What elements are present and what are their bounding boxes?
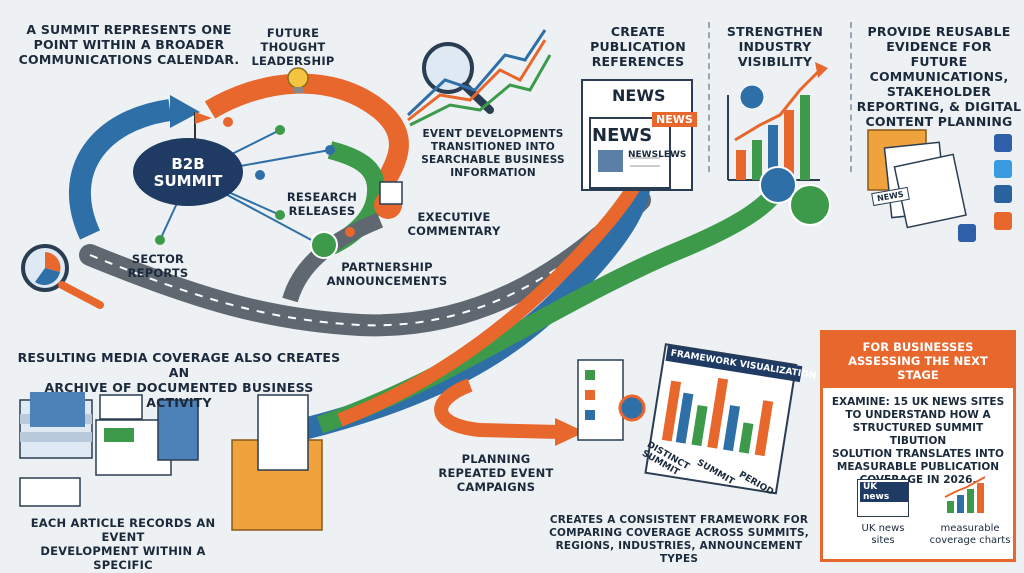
- next-stage-panel: FOR BUSINESSES ASSESSING THE NEXT STAGE …: [820, 330, 1016, 562]
- label-future-thought: FUTURE THOUGHT LEADERSHIP: [251, 26, 335, 68]
- label-create-publication: CREATE PUBLICATION REFERENCES: [590, 24, 686, 69]
- handshake-icon: [310, 231, 338, 259]
- label-strengthen: STRENGTHEN INDUSTRY VISIBILITY: [726, 24, 824, 69]
- caption-uk-news: UK news sites: [861, 523, 905, 546]
- lightbulb-icon: [287, 67, 309, 93]
- orange-sweep: [434, 378, 561, 439]
- label-archive: RESULTING MEDIA COVERAGE ALSO CREATES AN…: [17, 350, 341, 410]
- divider-2: [850, 22, 852, 172]
- coverage-chart-icon: [944, 476, 986, 513]
- linkedin-icon: [994, 185, 1012, 203]
- youtube-icon: [994, 212, 1012, 230]
- news-headline-1: NEWS: [612, 86, 666, 105]
- caption-coverage: measurable coverage charts: [929, 523, 1011, 546]
- label-executive: EXECUTIVE COMMENTARY: [407, 210, 501, 238]
- label-event-developments: EVENT DEVELOPMENTS TRANSITIONED INTO SEA…: [421, 128, 565, 179]
- social-icons: [958, 134, 1012, 242]
- uk-news-badge: UK news: [860, 482, 908, 502]
- news-headline-2: NEWS: [592, 125, 653, 146]
- folder-icon: [867, 129, 967, 229]
- blue-loop: [69, 99, 172, 240]
- label-research: RESEARCH RELEASES: [286, 190, 358, 218]
- label-each-article: EACH ARTICLE RECORDS AN EVENT DEVELOPMEN…: [30, 516, 216, 573]
- twitter-icon: [994, 160, 1012, 178]
- document-stack-icon: [19, 392, 323, 531]
- facebook-icon-2: [958, 224, 976, 242]
- trend-lines: [406, 29, 552, 127]
- label-sector: SECTOR REPORTS: [127, 252, 189, 280]
- orange-loop: [204, 73, 409, 196]
- label-partnership: PARTNERSHIP ANNOUNCEMENTS: [326, 260, 448, 288]
- facebook-icon: [994, 134, 1012, 152]
- label-reusable: PROVIDE REUSABLE EVIDENCE FOR FUTURE COM…: [856, 24, 1022, 129]
- newspaper-stack-icon: [581, 79, 693, 191]
- globe-icon: [739, 84, 831, 226]
- document-stack-icon-2: [577, 359, 646, 441]
- b2b-hub-circle: [133, 138, 243, 206]
- label-summit-point: A SUMMIT REPRESENTS ONE POINT WITHIN A B…: [18, 22, 240, 67]
- panel-body: EXAMINE: 15 UK NEWS SITES TO UNDERSTAND …: [831, 396, 1005, 486]
- hub-title: B2B SUMMIT: [153, 155, 223, 190]
- news-badge: NEWS: [652, 112, 697, 127]
- uk-news-icon: UK news: [857, 479, 909, 517]
- divider-1: [708, 22, 710, 172]
- framework-chart: [644, 343, 798, 495]
- news-small: NEWSLEWS: [628, 150, 687, 160]
- label-framework: CREATES A CONSISTENT FRAMEWORK FOR COMPA…: [549, 514, 809, 565]
- label-planning: PLANNING REPEATED EVENT CAMPAIGNS: [438, 452, 554, 494]
- growth-chart-icon: [727, 62, 828, 181]
- pie-magnifier-icon: [21, 244, 104, 309]
- panel-header: FOR BUSINESSES ASSESSING THE NEXT STAGE: [823, 333, 1013, 388]
